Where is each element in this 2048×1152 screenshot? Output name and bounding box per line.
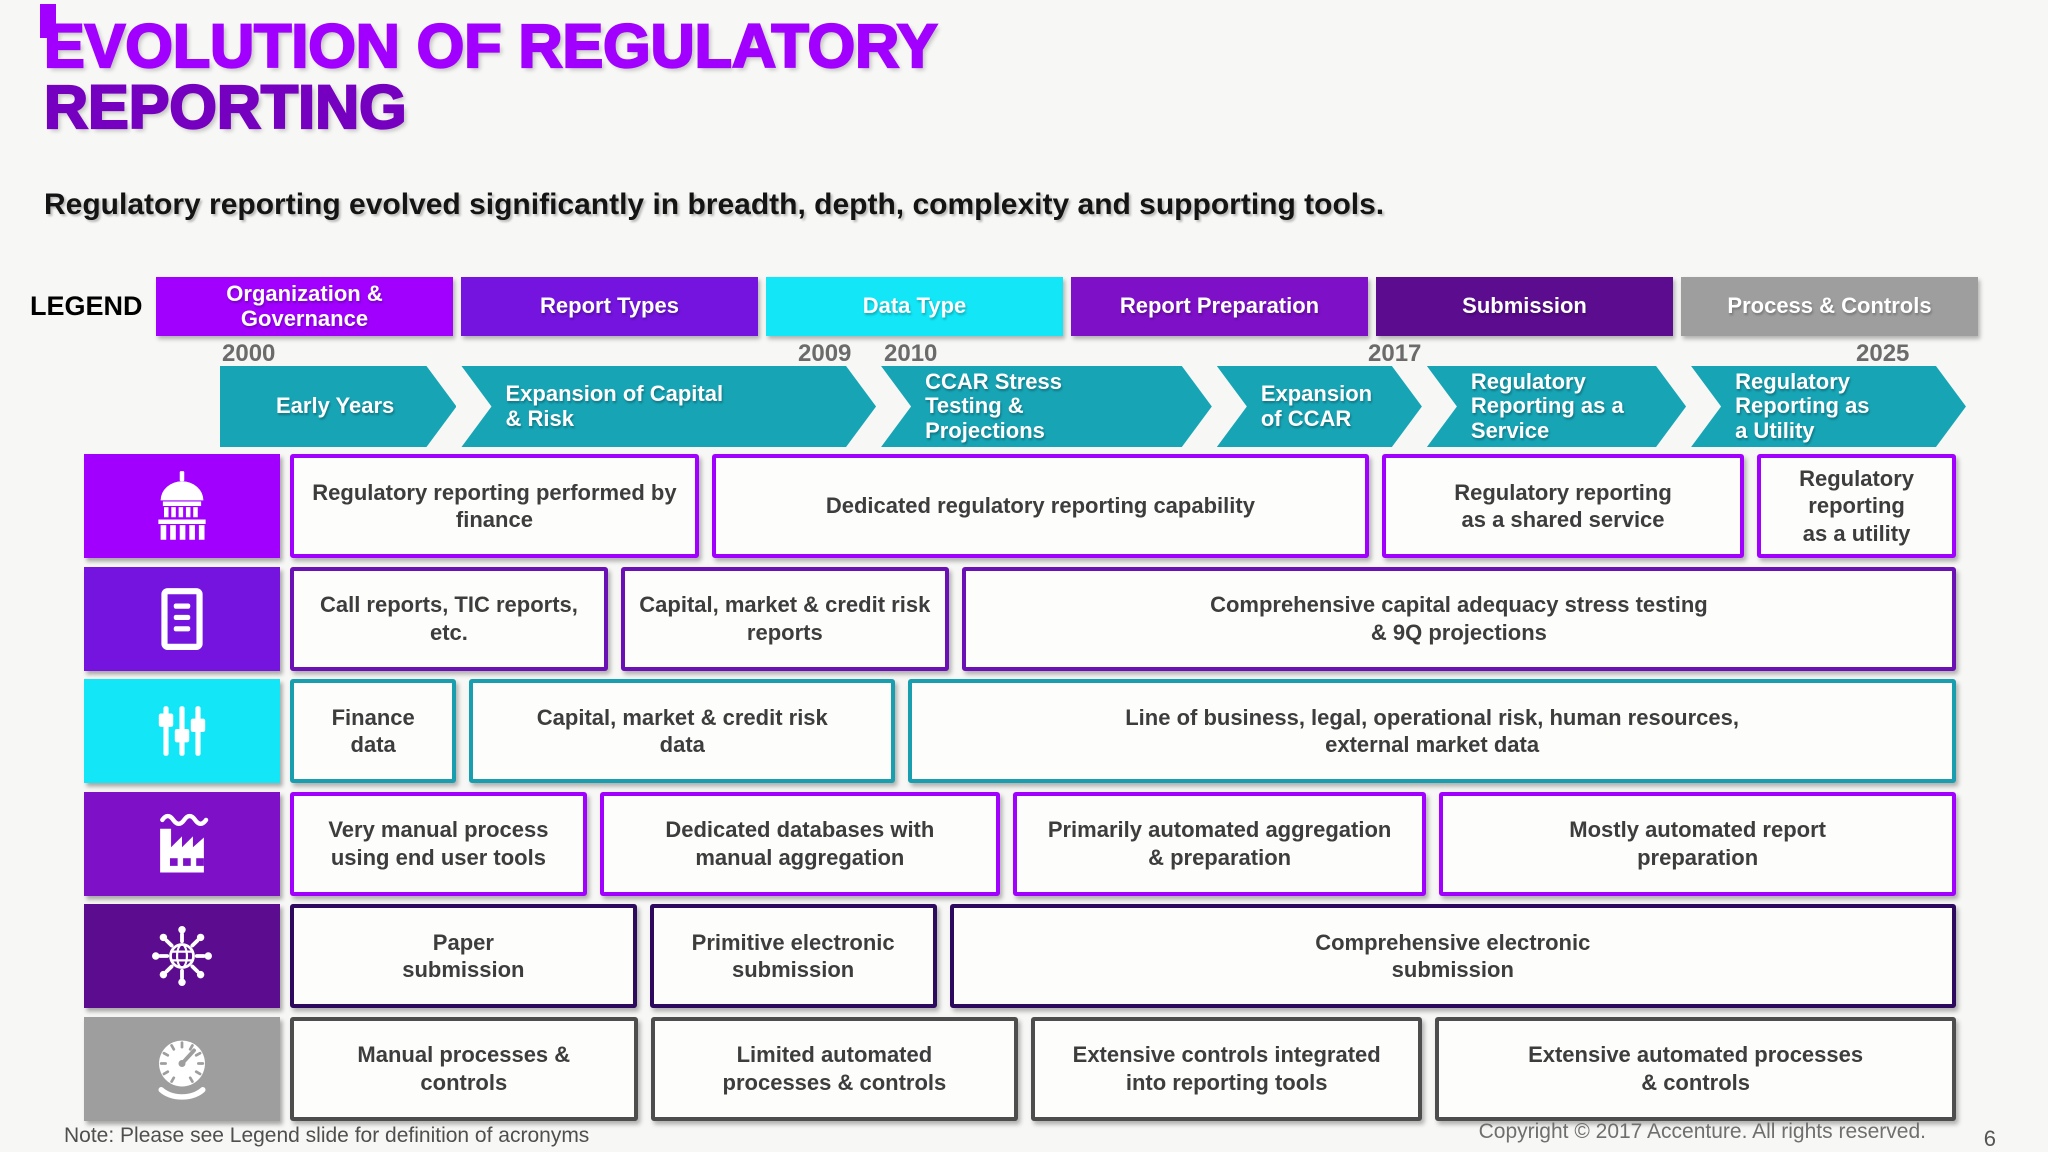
content-box-label: Comprehensive electronic submission (1315, 929, 1591, 983)
accent-mark (40, 4, 56, 38)
row-data-type: Finance data Capital, market & credit ris… (84, 679, 1957, 783)
content-box: Dedicated databases with manual aggregat… (599, 791, 1000, 896)
timeline-phase-label: Early Years (276, 393, 395, 419)
content-box: Comprehensive capital adequacy stress te… (961, 566, 1957, 671)
factory-icon (84, 791, 280, 896)
timeline-phase: Early Years (220, 366, 456, 447)
content-rows: Regulatory reporting performed by financ… (84, 454, 1957, 1121)
footer-note: Note: Please see Legend slide for defini… (64, 1124, 590, 1147)
row-boxes: Paper submission Primitive electronic sub… (290, 904, 1957, 1008)
timeline-phase: Regulatory Reporting as a Service (1427, 366, 1686, 447)
content-box: Extensive controls integrated into repor… (1031, 1016, 1423, 1121)
year-label: 2010 (884, 340, 938, 367)
content-box: Call reports, TIC reports, etc. (290, 566, 608, 671)
content-box-label: Very manual process using end user tools (328, 817, 549, 870)
content-box: Primitive electronic submission (649, 904, 937, 1008)
content-box-label: Regulatory reporting performed by financ… (312, 479, 677, 533)
content-box-label: Line of business, legal, operational ris… (1125, 704, 1739, 758)
content-box-label: Capital, market & credit risk data (536, 704, 828, 758)
content-box-label: Capital, market & credit risk reports (639, 592, 931, 645)
content-box-label: Dedicated databases with manual aggregat… (665, 817, 935, 870)
content-box: Paper submission (290, 904, 637, 1008)
content-box: Capital, market & credit risk data (469, 679, 896, 783)
row-boxes: Manual processes & controls Limited autom… (290, 1016, 1957, 1121)
row-process-controls: Manual processes & controls Limited autom… (84, 1016, 1957, 1121)
content-box-label: Limited automated processes & controls (722, 1042, 947, 1095)
content-box: Line of business, legal, operational ris… (908, 679, 1957, 783)
year-label: 2009 (798, 340, 852, 367)
row-report-types: Call reports, TIC reports, etc. Capital, … (84, 566, 1957, 671)
row-submission: Paper submission Primitive electronic sub… (84, 904, 1957, 1008)
legend-item: Data Type (766, 277, 1063, 336)
timeline-phases: Early Years Expansion of Capital & Risk CC… (220, 366, 1966, 447)
content-box-label: Manual processes & controls (357, 1042, 571, 1095)
row-organization-governance: Regulatory reporting performed by financ… (84, 454, 1957, 558)
content-box: Limited automated processes & controls (650, 1016, 1019, 1121)
row-boxes: Finance data Capital, market & credit ris… (290, 679, 1957, 783)
content-box-label: Call reports, TIC reports, etc. (319, 592, 578, 645)
legend-item: Organization & Governance (156, 277, 453, 336)
legend-item: Submission (1376, 277, 1673, 336)
content-box: Primarily automated aggregation & prepar… (1012, 791, 1427, 896)
year-label: 2017 (1368, 340, 1422, 367)
content-box: Regulatory reporting as a utility (1757, 454, 1957, 558)
legend-item: Process & Controls (1681, 277, 1978, 336)
content-box-label: Regulatory reporting as a utility (1799, 465, 1915, 546)
subtitle: Regulatory reporting evolved significant… (44, 188, 1385, 221)
content-box: Extensive automated processes & controls (1435, 1016, 1957, 1121)
document-icon (84, 566, 280, 671)
page-number: 6 (1983, 1126, 1996, 1151)
title-line-1: EVOLUTION OF REGULATORY (43, 12, 939, 80)
content-box: Manual processes & controls (290, 1016, 638, 1121)
sliders-icon (84, 679, 280, 783)
row-report-preparation: Very manual process using end user tools… (84, 791, 1956, 896)
content-box-label: Extensive automated processes & controls (1528, 1042, 1864, 1095)
year-label: 2000 (222, 340, 276, 367)
row-boxes: Call reports, TIC reports, etc. Capital, … (290, 566, 1957, 671)
content-box-label: Finance data (331, 704, 415, 758)
timeline-phase-label: Expansion of CCAR (1260, 380, 1373, 431)
content-box-label: Primarily automated aggregation & prepar… (1047, 817, 1392, 870)
content-box: Finance data (290, 679, 457, 783)
timeline-phase: CCAR Stress Testing & Projections (881, 366, 1212, 447)
timeline-phase: Expansion of Capital & Risk (461, 366, 876, 447)
content-box: Comprehensive electronic submission (949, 904, 1957, 1008)
timeline-phase-label: Regulatory Reporting as a Utility (1735, 368, 1870, 443)
year-label: 2025 (1856, 340, 1910, 367)
content-box-label: Comprehensive capital adequacy stress te… (1210, 592, 1708, 645)
content-box: Regulatory reporting as a shared service (1381, 454, 1745, 558)
content-box: Mostly automated report preparation (1439, 791, 1956, 896)
content-box: Dedicated regulatory reporting capabilit… (711, 454, 1369, 558)
legend-item: Report Preparation (1071, 277, 1368, 336)
timeline-phase-label: Regulatory Reporting as a Service (1470, 368, 1624, 443)
timeline-phase-label: Expansion of Capital & Risk (505, 380, 724, 431)
content-box: Capital, market & credit risk reports (620, 566, 949, 671)
content-box-label: Primitive electronic submission (691, 929, 895, 983)
content-box-label: Dedicated regulatory reporting capabilit… (825, 493, 1255, 519)
legend-label: LEGEND (30, 291, 143, 321)
timeline-phase: Regulatory Reporting as a Utility (1691, 366, 1966, 447)
content-box-label: Extensive controls integrated into repor… (1072, 1042, 1381, 1095)
legend-item: Report Types (461, 277, 758, 336)
gauge-icon (84, 1016, 280, 1121)
globe-network-icon (84, 904, 280, 1008)
content-box-label: Regulatory reporting as a shared service (1454, 479, 1672, 533)
timeline-phase: Expansion of CCAR (1217, 366, 1422, 447)
row-boxes: Very manual process using end user tools… (290, 791, 1956, 896)
content-box-label: Mostly automated report preparation (1569, 817, 1826, 870)
row-boxes: Regulatory reporting performed by financ… (290, 454, 1957, 558)
capitol-icon (84, 454, 280, 558)
content-box-label: Paper submission (402, 929, 525, 983)
content-box: Regulatory reporting performed by financ… (290, 454, 699, 558)
content-box: Very manual process using end user tools (290, 791, 587, 896)
timeline-phase-label: CCAR Stress Testing & Projections (925, 368, 1062, 443)
copyright: Copyright © 2017 Accenture. All rights r… (1478, 1120, 1926, 1143)
timeline-years: 2000 2009 2010 2017 2025 (0, 340, 2048, 367)
title-line-2: REPORTING (43, 73, 408, 141)
